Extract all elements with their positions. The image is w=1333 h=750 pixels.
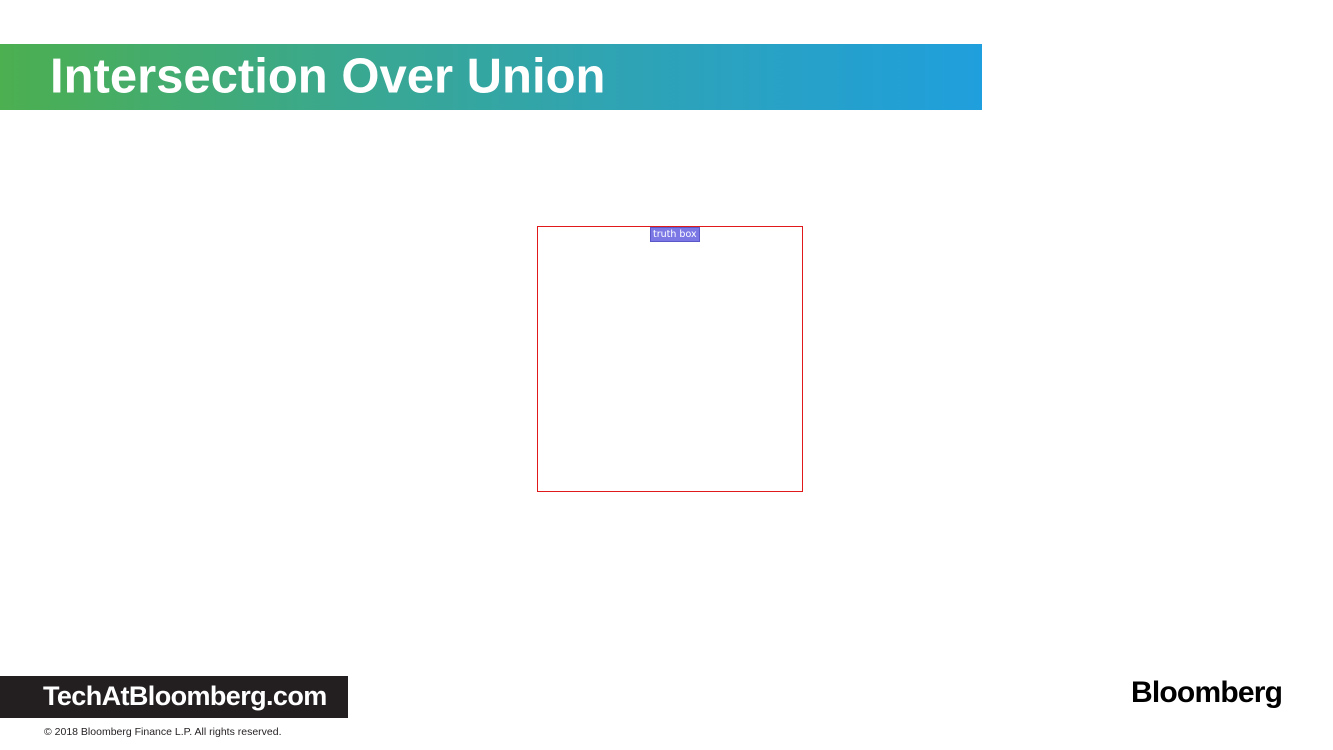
slide-title: Intersection Over Union (50, 49, 606, 104)
banner-text: TechAtBloomberg.com (43, 680, 327, 711)
copyright-notice: © 2018 Bloomberg Finance L.P. All rights… (44, 726, 282, 738)
truth-bounding-box: truth box (537, 226, 803, 492)
truth-box-label: truth box (650, 227, 700, 242)
title-bar: Intersection Over Union (0, 44, 982, 110)
bloomberg-logo: Bloomberg (1131, 676, 1283, 709)
tech-at-bloomberg-banner: TechAtBloomberg.com (0, 676, 348, 718)
